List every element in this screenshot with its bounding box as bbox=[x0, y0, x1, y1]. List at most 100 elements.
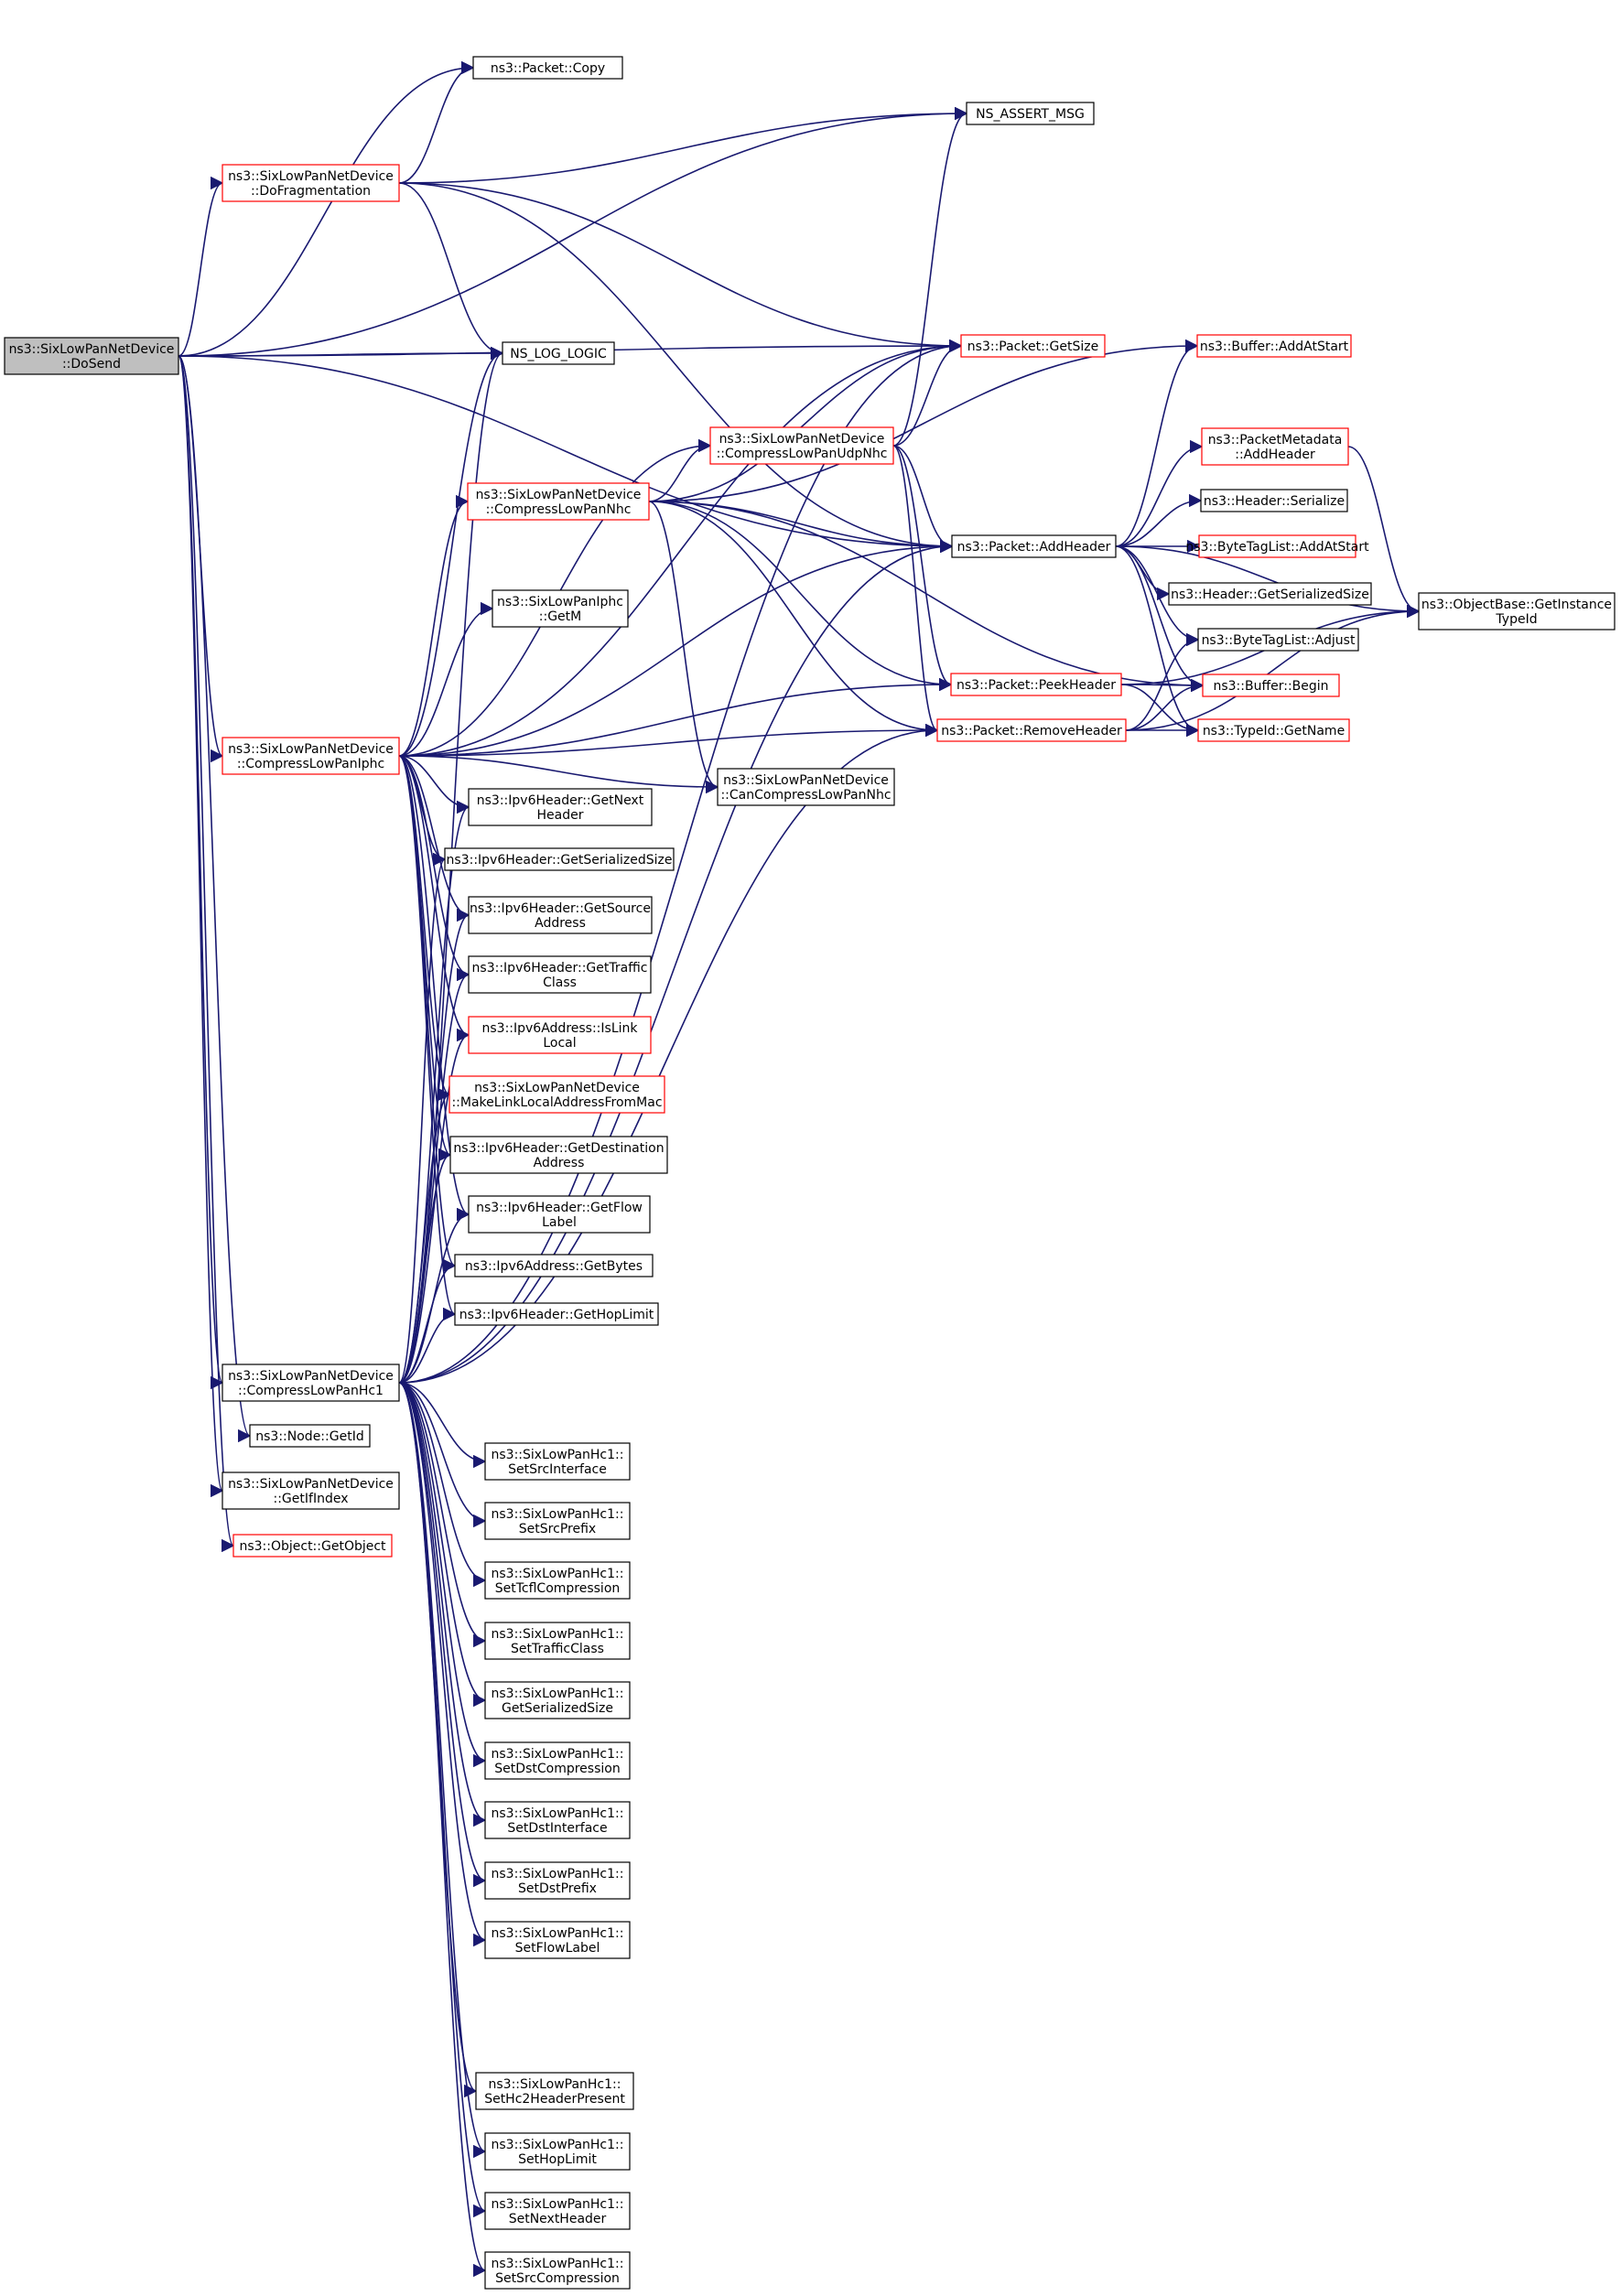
node-buffer-begin[interactable]: ns3::Buffer::Begin bbox=[1202, 674, 1340, 697]
node-packet-copy[interactable]: ns3::Packet::Copy bbox=[472, 56, 623, 80]
node-box bbox=[449, 1136, 668, 1174]
node-compresslowpanhc1[interactable]: ns3::SixLowPanNetDevice::CompressLowPanH… bbox=[222, 1364, 400, 1402]
node-compresslowpaniphc[interactable]: ns3::SixLowPanNetDevice::CompressLowPanI… bbox=[222, 737, 400, 775]
node-label: ::MakeLinkLocalAddressFromMac bbox=[451, 1095, 662, 1110]
node-dofragmentation[interactable]: ns3::SixLowPanNetDevice::DoFragmentation bbox=[222, 164, 400, 202]
edge-compresslowpanhc1-to-hc1_setnextheader bbox=[398, 1382, 487, 2217]
node-ipv6address-getbytes[interactable]: ns3::Ipv6Address::GetBytes bbox=[454, 1254, 654, 1277]
node-label: ns3::SixLowPanNetDevice bbox=[719, 432, 885, 447]
node-box bbox=[249, 1424, 371, 1448]
node-hc1-setnextheader[interactable]: ns3::SixLowPanHc1::SetNextHeader bbox=[484, 2192, 631, 2230]
node-bytetaglist-addatstart[interactable]: ns3::ByteTagList::AddAtStart bbox=[1185, 534, 1369, 558]
edge-compresslowpanhc1-to-hc1_setdstprefix bbox=[398, 1382, 487, 1888]
edge-compresslowpaniphc-to-makelinklocaladdressfrommac bbox=[398, 755, 451, 1102]
node-label: ns3::TypeId::GetName bbox=[1203, 724, 1345, 738]
node-ns-log-logic[interactable]: NS_LOG_LOGIC bbox=[502, 341, 615, 365]
edge-compresslowpanhc1-to-packet_addheader bbox=[398, 539, 954, 1384]
edge-compresslowpanhc1-to-ipv6header_gethoplimit bbox=[398, 1307, 457, 1384]
node-object-getobject[interactable]: ns3::Object::GetObject bbox=[232, 1534, 393, 1558]
node-makelinklocaladdressfrommac[interactable]: ns3::SixLowPanNetDevice::MakeLinkLocalAd… bbox=[448, 1075, 665, 1114]
node-label: ns3::SixLowPanHc1:: bbox=[492, 1627, 624, 1642]
edge-dosend-to-dofragmentation bbox=[178, 176, 224, 357]
node-box bbox=[484, 1502, 631, 1540]
node-box bbox=[4, 337, 179, 375]
node-box bbox=[484, 1561, 631, 1600]
node-hc1-setsrccompression[interactable]: ns3::SixLowPanHc1::SetSrcCompression bbox=[484, 2251, 631, 2290]
node-label: ns3::Ipv6Header::GetSerializedSize bbox=[447, 853, 673, 868]
node-hc1-sethoplimit[interactable]: ns3::SixLowPanHc1::SetHopLimit bbox=[484, 2132, 631, 2171]
node-hc1-settcflcompression[interactable]: ns3::SixLowPanHc1::SetTcflCompression bbox=[484, 1561, 631, 1600]
node-sixlowpaniphc-getm[interactable]: ns3::SixLowPanIphc::GetM bbox=[492, 589, 629, 628]
node-box bbox=[484, 1622, 631, 1660]
edge-dosend-to-ns_assert_msg bbox=[178, 106, 968, 357]
node-hc1-setdstcompression[interactable]: ns3::SixLowPanHc1::SetDstCompression bbox=[484, 1741, 631, 1780]
node-header-getserializedsize[interactable]: ns3::Header::GetSerializedSize bbox=[1168, 582, 1372, 606]
node-getifindex[interactable]: ns3::SixLowPanNetDevice::GetIfIndex bbox=[222, 1471, 400, 1510]
node-node-getid[interactable]: ns3::Node::GetId bbox=[249, 1424, 371, 1448]
node-compresslowpannhc[interactable]: ns3::SixLowPanNetDevice::CompressLowPanN… bbox=[467, 482, 650, 521]
node-hc1-setsrcprefix[interactable]: ns3::SixLowPanHc1::SetSrcPrefix bbox=[484, 1502, 631, 1540]
node-ipv6header-getserializedsize[interactable]: ns3::Ipv6Header::GetSerializedSize bbox=[444, 847, 675, 871]
node-ns-assert-msg[interactable]: NS_ASSERT_MSG bbox=[966, 102, 1095, 125]
edge-packet_removeheader-to-buffer_begin bbox=[1125, 678, 1205, 731]
node-buffer-addatstart[interactable]: ns3::Buffer::AddAtStart bbox=[1196, 334, 1352, 358]
node-box bbox=[232, 1534, 393, 1558]
node-label: SetFlowLabel bbox=[515, 1941, 600, 1956]
node-packet-addheader[interactable]: ns3::Packet::AddHeader bbox=[951, 534, 1117, 558]
edge-compresslowpanhc1-to-hc1_setdstcompression bbox=[398, 1382, 487, 1768]
node-hc1-setdstprefix[interactable]: ns3::SixLowPanHc1::SetDstPrefix bbox=[484, 1861, 631, 1900]
node-box bbox=[484, 1741, 631, 1780]
edge-packet_removeheader-to-objectbase_getinstancetypeid bbox=[1125, 604, 1421, 731]
node-box bbox=[222, 737, 400, 775]
node-hc1-setsrcinterface[interactable]: ns3::SixLowPanHc1::SetSrcInterface bbox=[484, 1442, 631, 1481]
node-header-serialize[interactable]: ns3::Header::Serialize bbox=[1200, 489, 1348, 512]
node-label: ns3::PacketMetadata bbox=[1208, 433, 1343, 447]
node-cancompresslowpannhc[interactable]: ns3::SixLowPanNetDevice::CanCompressLowP… bbox=[717, 768, 895, 806]
node-box bbox=[1196, 334, 1352, 358]
node-box bbox=[1200, 489, 1348, 512]
node-label: ns3::Packet::AddHeader bbox=[957, 540, 1111, 555]
node-bytetaglist-adjust[interactable]: ns3::ByteTagList::Adjust bbox=[1197, 628, 1359, 652]
node-label: SetNextHeader bbox=[509, 2212, 607, 2226]
node-hc1-getserializedsize[interactable]: ns3::SixLowPanHc1::GetSerializedSize bbox=[484, 1681, 631, 1719]
node-box bbox=[448, 1075, 665, 1114]
node-typeid-getname[interactable]: ns3::TypeId::GetName bbox=[1197, 718, 1350, 742]
edge-compresslowpanudpnhc-to-ns_assert_msg bbox=[892, 106, 968, 447]
node-box bbox=[444, 847, 675, 871]
node-dosend[interactable]: ns3::SixLowPanNetDevice::DoSend bbox=[4, 337, 179, 375]
node-box bbox=[1202, 674, 1340, 697]
edge-compresslowpanudpnhc-to-packet_getsize bbox=[892, 339, 963, 447]
node-compresslowpanudpnhc[interactable]: ns3::SixLowPanNetDevice::CompressLowPanU… bbox=[709, 426, 894, 465]
node-hc1-setflowlabel[interactable]: ns3::SixLowPanHc1::SetFlowLabel bbox=[484, 1921, 631, 1959]
node-box bbox=[1168, 582, 1372, 606]
node-box bbox=[468, 788, 653, 826]
node-packetmetadata-addheader[interactable]: ns3::PacketMetadata::AddHeader bbox=[1201, 427, 1349, 466]
node-hc1-settrafficclass[interactable]: ns3::SixLowPanHc1::SetTrafficClass bbox=[484, 1622, 631, 1660]
node-label: SetHc2HeaderPresent bbox=[484, 2092, 625, 2107]
node-box bbox=[484, 1801, 631, 1839]
node-hc1-setdstinterface[interactable]: ns3::SixLowPanHc1::SetDstInterface bbox=[484, 1801, 631, 1839]
node-label: ::CompressLowPanNhc bbox=[486, 502, 632, 517]
node-label: ns3::Ipv6Header::GetTraffic bbox=[472, 961, 648, 976]
node-packet-getsize[interactable]: ns3::Packet::GetSize bbox=[960, 334, 1106, 358]
node-box bbox=[717, 768, 895, 806]
node-box bbox=[1201, 427, 1349, 466]
edge-dofragmentation-to-ns_assert_msg bbox=[398, 106, 968, 184]
node-label: ns3::SixLowPanNetDevice bbox=[9, 342, 175, 357]
node-packet-peekheader[interactable]: ns3::Packet::PeekHeader bbox=[950, 673, 1122, 696]
node-ipv6header-gethoplimit[interactable]: ns3::Ipv6Header::GetHopLimit bbox=[454, 1302, 659, 1326]
node-label: ns3::SixLowPanNetDevice bbox=[228, 1477, 394, 1492]
node-packet-removeheader[interactable]: ns3::Packet::RemoveHeader bbox=[936, 718, 1127, 742]
edge-compresslowpanhc1-to-ipv6address_getbytes bbox=[398, 1258, 457, 1384]
node-label: ns3::Packet::Copy bbox=[491, 61, 605, 76]
edge-dofragmentation-to-packet_addheader bbox=[398, 182, 954, 554]
node-hc1-sethc2headerpresent[interactable]: ns3::SixLowPanHc1::SetHc2HeaderPresent bbox=[475, 2072, 634, 2110]
node-label: ns3::SixLowPanHc1:: bbox=[492, 1926, 624, 1941]
